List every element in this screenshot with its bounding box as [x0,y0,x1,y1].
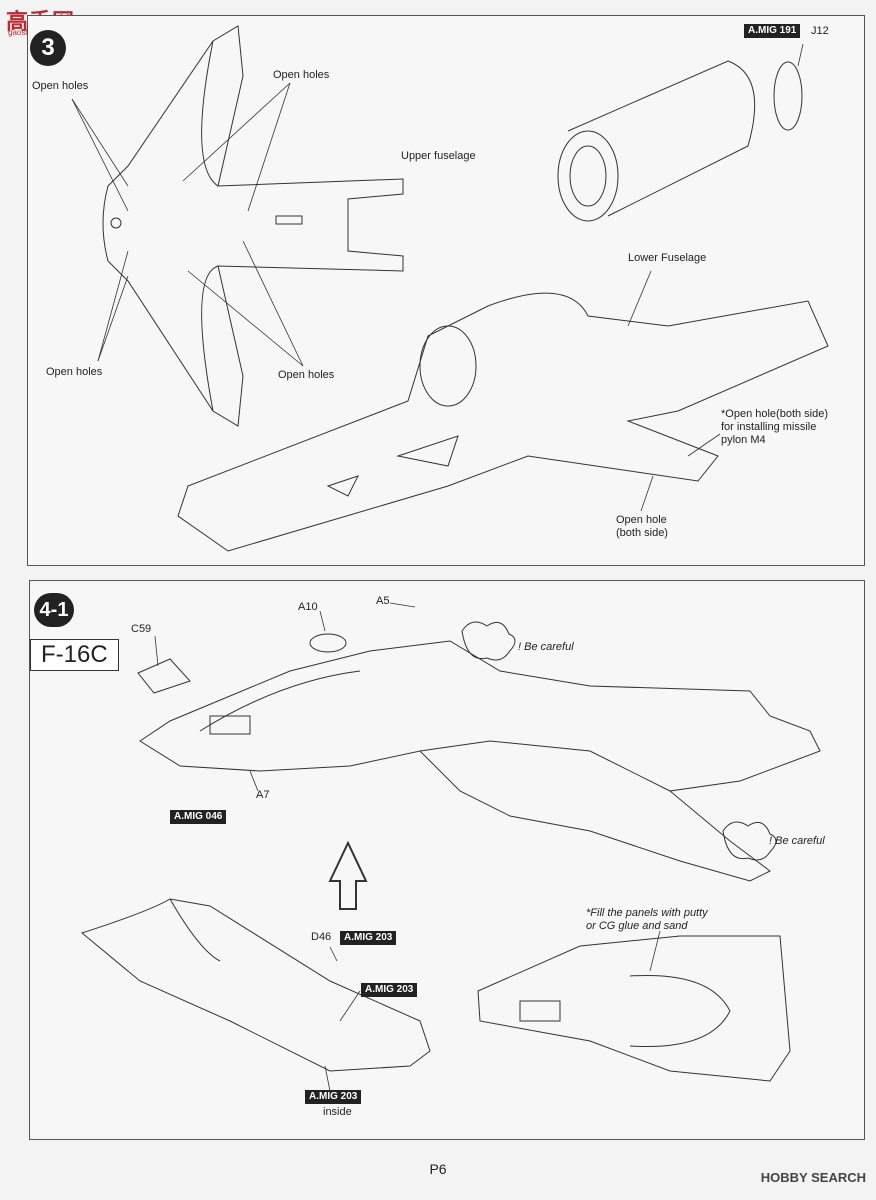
paint-tag-amig191: A.MIG 191 [744,24,801,38]
label-open-holes-right-bottom: Open holes [278,369,335,381]
step-number-badge: 4-1 [34,593,74,627]
label-inside: inside [323,1106,352,1118]
paint-tag-amig203-side: A.MIG 203 [361,983,418,997]
part-label-j12: J12 [811,25,829,37]
paint-tag-amig203-d46: A.MIG 203 [340,931,397,945]
part-label-a5: A5 [376,595,390,607]
model-variant-label: F-16C [30,639,119,671]
step-number-badge: 3 [30,30,66,66]
label-missile-pylon-note: *Open hole(both side) for installing mis… [721,408,829,447]
label-open-holes-left-top: Open holes [32,80,89,92]
part-label-a7: A7 [256,789,270,801]
step-3-panel: 3 [27,15,865,566]
label-upper-fuselage: Upper fuselage [401,150,476,162]
watermark-brand: HOBBY SEARCH [760,1170,866,1185]
label-open-holes-left-bottom: Open holes [46,366,103,378]
page-number: P6 [429,1161,447,1177]
paint-tag-amig046: A.MIG 046 [170,810,227,824]
note-fill-panels: *Fill the panels with putty or CG glue a… [586,907,708,933]
part-label-c59: C59 [131,623,152,635]
warning-be-careful-top: ! Be careful [518,641,574,653]
step-4-1-panel: 4-1 F-16C [29,580,865,1140]
part-label-a10: A10 [298,601,318,613]
warning-be-careful-bottom: ! Be careful [769,835,825,847]
step-4-1-drawing [80,602,821,1092]
label-lower-fuselage: Lower Fuselage [628,252,707,264]
paint-tag-amig203-inside: A.MIG 203 [305,1090,362,1104]
part-label-d46: D46 [311,931,332,943]
step-3-drawing [71,25,829,552]
label-open-holes-right-top: Open holes [273,69,330,81]
label-open-hole-both-side: Open hole (both side) [616,514,668,540]
